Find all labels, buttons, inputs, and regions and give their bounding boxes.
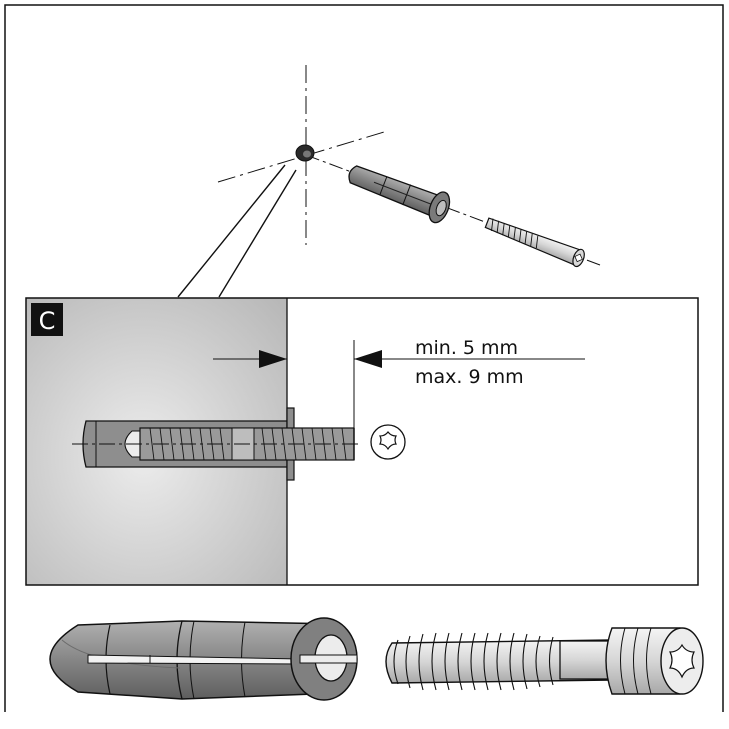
max-length-label: max. 9 mm <box>415 366 524 388</box>
detail-view: C <box>25 297 699 586</box>
wall-plug-large <box>49 617 358 701</box>
zoom-callout-right <box>218 169 297 298</box>
min-length-label: min. 5 mm <box>415 337 518 359</box>
wall-plug-small <box>348 165 451 224</box>
screw-large <box>385 627 704 695</box>
detail-badge <box>31 303 63 336</box>
zoom-callout-left <box>177 164 286 298</box>
detail-badge-letter: C <box>39 307 56 335</box>
torx-drive-icon <box>370 424 406 460</box>
detail-frame <box>25 297 699 586</box>
screw-small <box>484 217 585 268</box>
outer-frame <box>4 4 724 712</box>
exploded-view <box>177 65 601 298</box>
protrusion-dimension <box>213 340 585 428</box>
